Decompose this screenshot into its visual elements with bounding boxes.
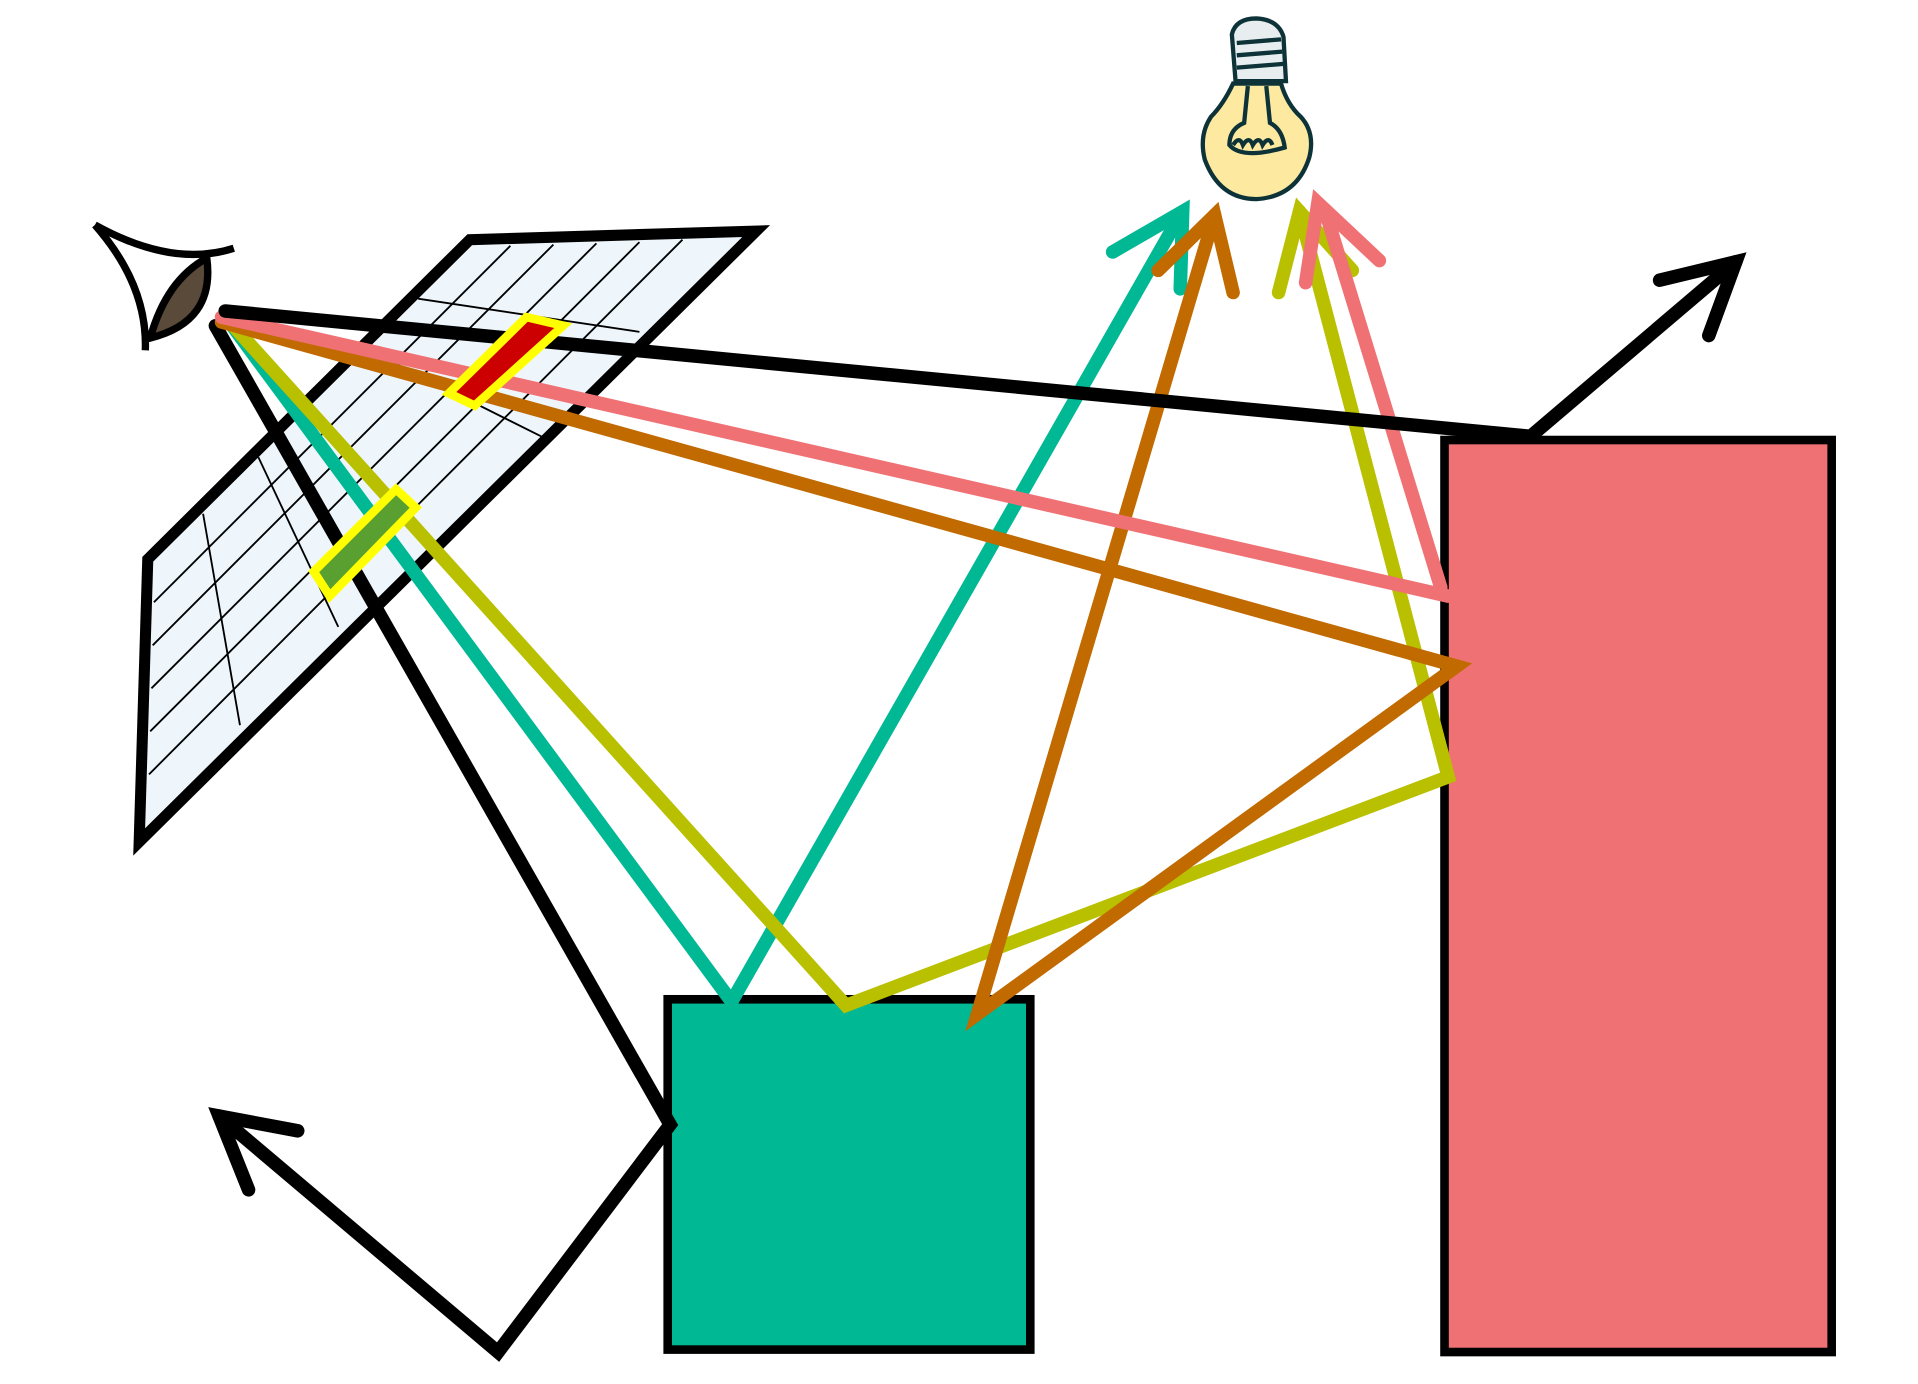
- ray-teal-arrowhead: [1105, 199, 1190, 296]
- highlighted-pixel-green: [308, 483, 422, 603]
- ray-orange-arrowhead: [1151, 201, 1240, 300]
- ray-orange: [214, 208, 1473, 1032]
- ray-pink-arrowhead: [1298, 189, 1387, 290]
- light-bulb-icon: [1200, 16, 1314, 202]
- highlighted-pixel-red: [441, 312, 573, 411]
- red-box: [1440, 435, 1836, 1357]
- ray-black-shadow: [208, 318, 679, 1362]
- ray-pink: [214, 310, 1455, 603]
- green-box: [663, 994, 1035, 1354]
- eye-icon: [92, 221, 235, 351]
- ray-black-shadow-arrowhead: [208, 1107, 305, 1197]
- ray-pink-bounce: [1318, 204, 1448, 595]
- ray-black-primary: [218, 255, 1743, 444]
- ray-teal: [220, 208, 1188, 1015]
- ray-black-primary-arrowhead: [1652, 252, 1747, 343]
